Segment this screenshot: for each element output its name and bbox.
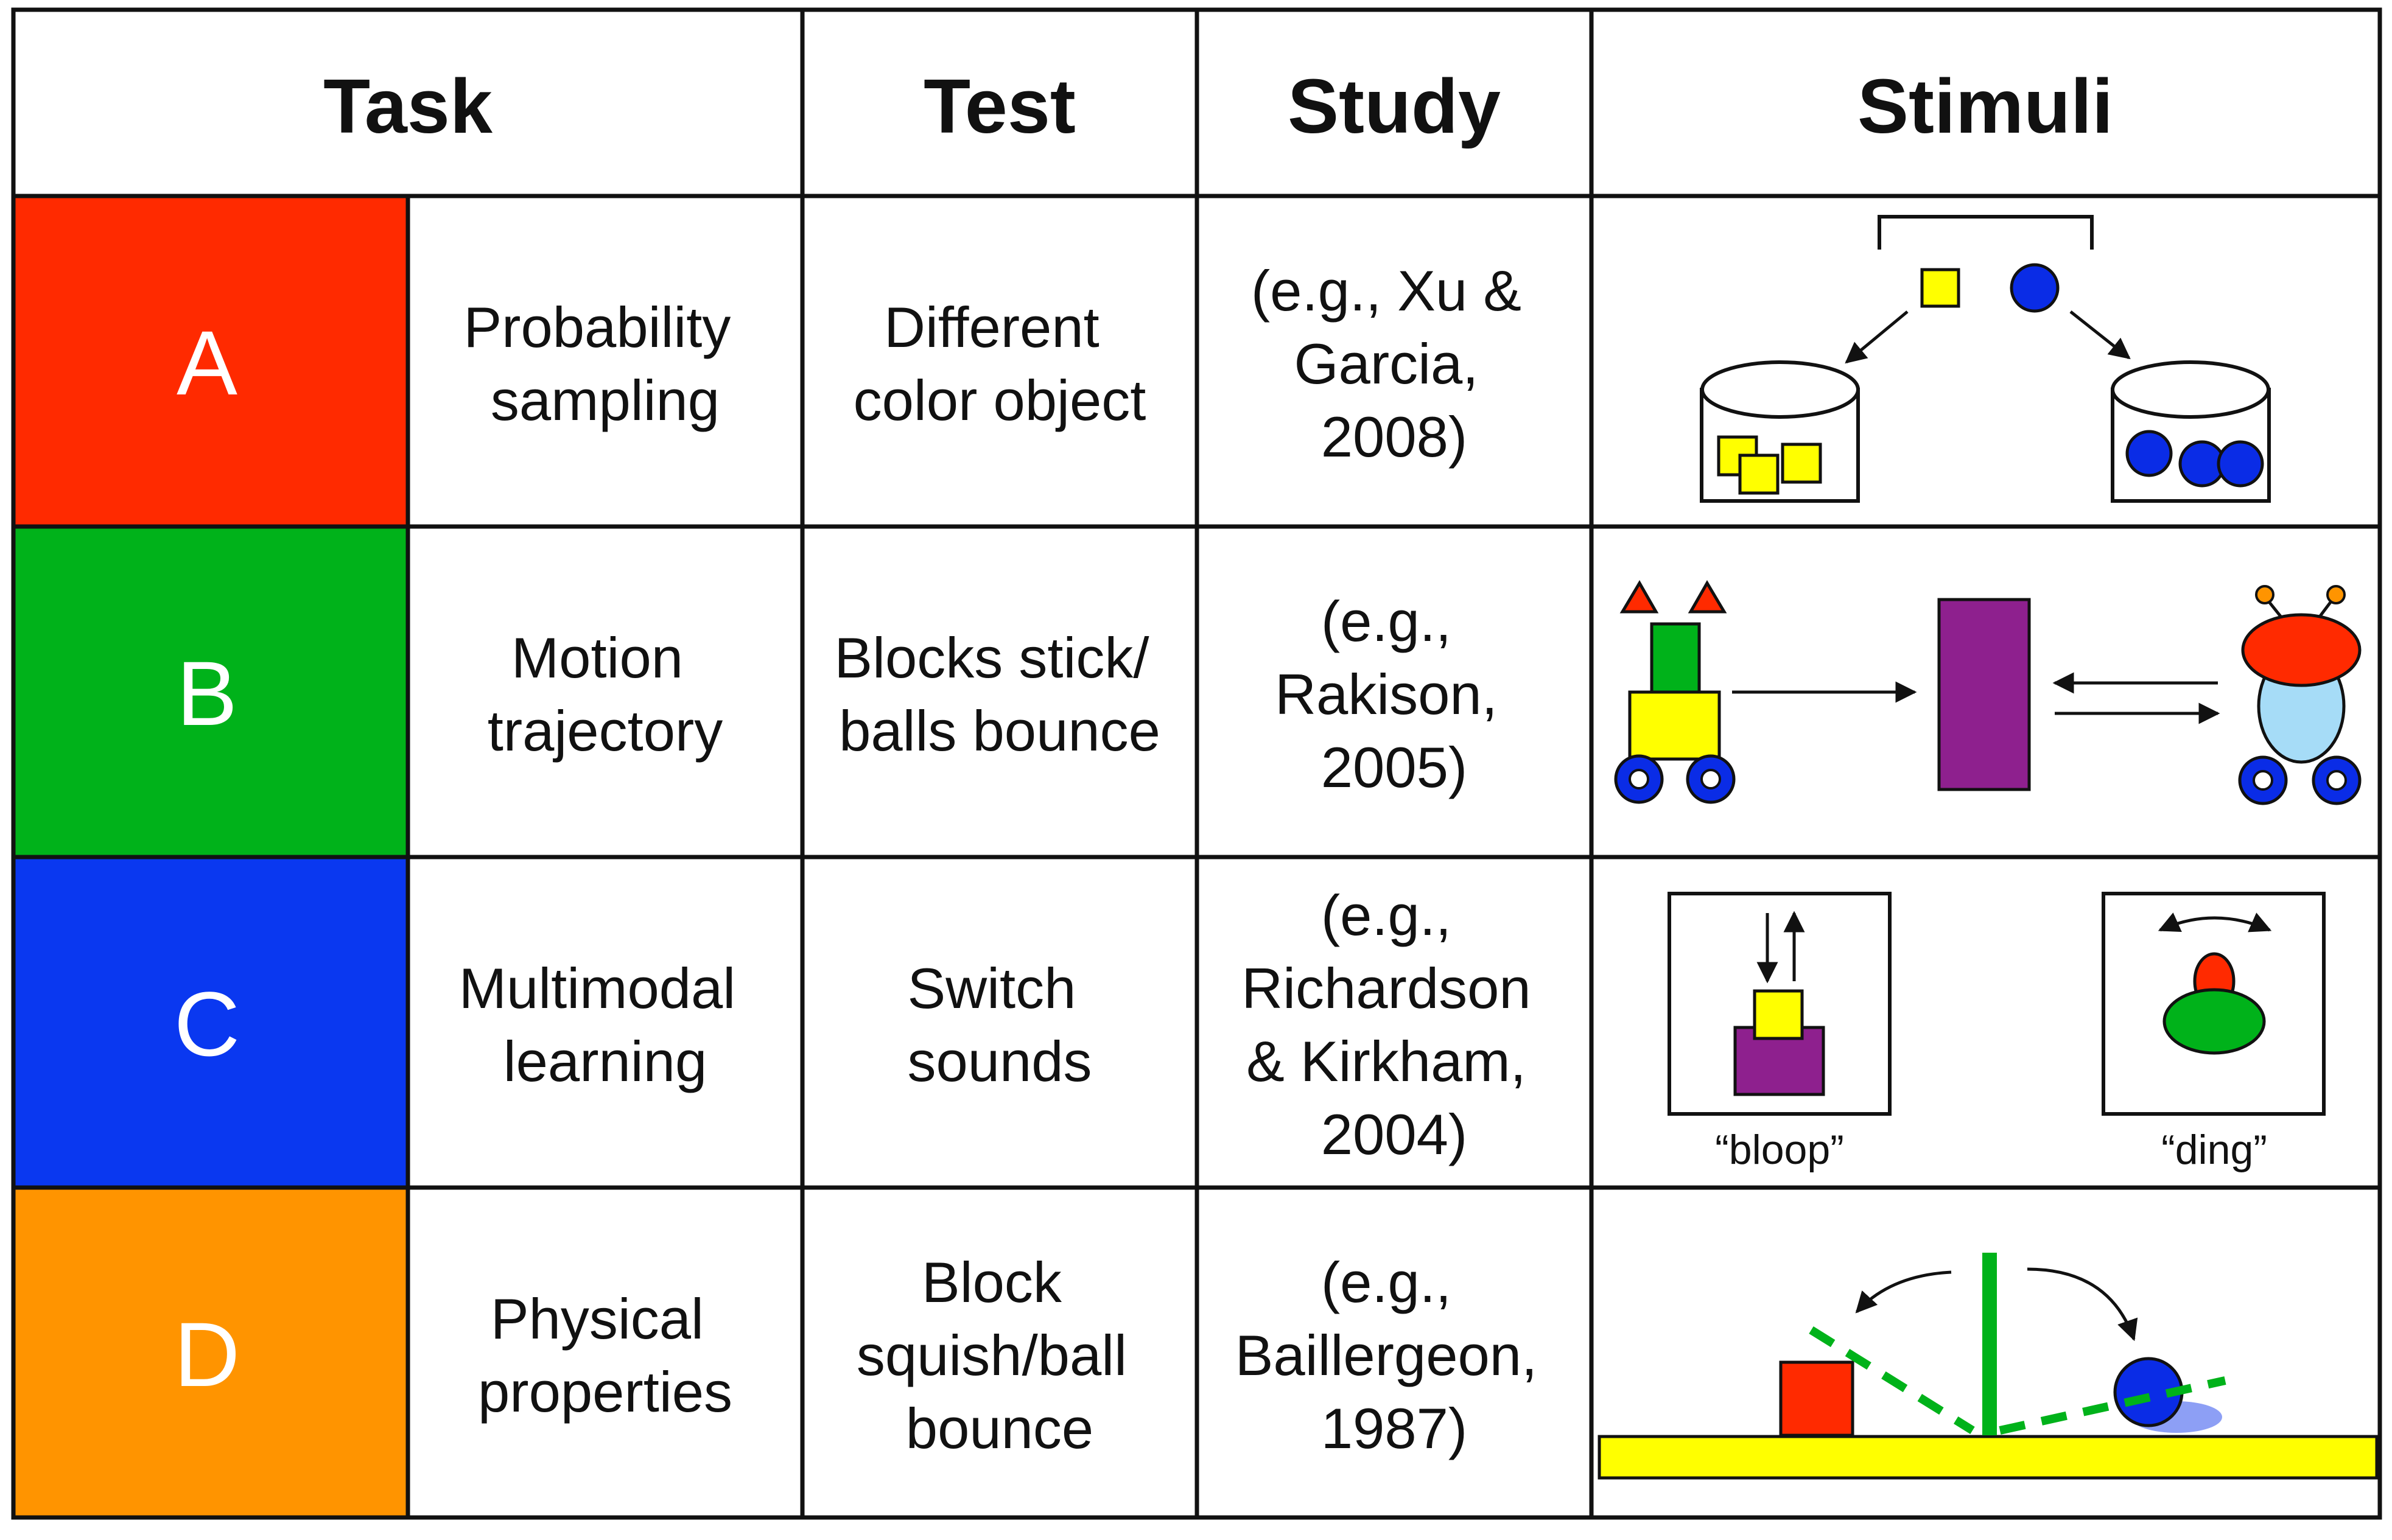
header-test: Test [924, 63, 1076, 149]
right-box-blue-balls [2111, 360, 2271, 503]
row-c-task: Multimodal learning [459, 956, 752, 1093]
sound-label-ding: “ding” [2161, 1127, 2267, 1173]
row-c-letter: C [174, 973, 240, 1075]
sample-yellow-square [1920, 268, 1960, 308]
yellow-floor [1598, 1435, 2379, 1480]
row-b-color-cell [13, 527, 408, 857]
arrow-curve-left [1855, 1270, 1952, 1314]
stimulus-d-physics [1598, 1253, 2379, 1480]
red-block [1779, 1360, 1854, 1437]
row-d-study: (e.g., Baillergeon, 1987) [1235, 1250, 1554, 1460]
row-b-test: Blocks stick/ balls bounce [834, 626, 1165, 763]
green-base [2162, 988, 2266, 1055]
stimulus-b-motion [1614, 580, 2362, 805]
arrow-to-right-box [2069, 310, 2131, 360]
row-a-study: (e.g., Xu & Garcia, 2008) [1251, 259, 1537, 469]
yellow-top-block [1753, 989, 1804, 1040]
sound-label-bloop: “bloop” [1715, 1127, 1844, 1173]
row-a-test: Different color object [854, 295, 1146, 432]
arrow-curve-right [2027, 1267, 2138, 1342]
table-grid [11, 7, 2382, 1520]
row-c-study: (e.g., Richardson & Kirkham, 2004) [1241, 883, 1547, 1166]
stimulus-c-multimodal: “bloop” “ding” [1668, 892, 2326, 1173]
row-d-color-cell [13, 1188, 408, 1517]
ball-robot [2238, 585, 2362, 805]
row-d-task: Physical properties [478, 1287, 732, 1424]
row-a-task: Probability sampling [463, 295, 746, 432]
dashed-path-left [1809, 1326, 1975, 1434]
sampling-bracket [1878, 215, 2094, 250]
dashed-path-right [1999, 1376, 2226, 1435]
header-stimuli: Stimuli [1857, 63, 2113, 149]
green-pole [1982, 1253, 1997, 1435]
left-box-yellow-squares [1700, 360, 1860, 503]
arrow-rock [2158, 912, 2272, 933]
row-d-letter: D [174, 1303, 240, 1405]
row-d-test: Block squish/ball bounce [857, 1250, 1143, 1460]
purple-wall [1937, 598, 2031, 791]
stimulus-a-sampling [1700, 215, 2271, 503]
row-a-letter: A [177, 312, 237, 414]
block-robot [1614, 580, 1736, 804]
arrow-to-left-box [1845, 310, 1909, 364]
header-study: Study [1288, 63, 1501, 149]
row-b-task: Motion trajectory [488, 626, 723, 763]
row-a-color-cell [13, 196, 408, 527]
row-c-test: Switch sounds [907, 956, 1092, 1093]
row-b-letter: B [177, 642, 237, 744]
row-c-color-cell [13, 857, 408, 1188]
header-task: Task [323, 63, 493, 149]
sample-blue-ball [2010, 263, 2060, 313]
row-b-study: (e.g., Rakison, 2005) [1275, 589, 1513, 799]
